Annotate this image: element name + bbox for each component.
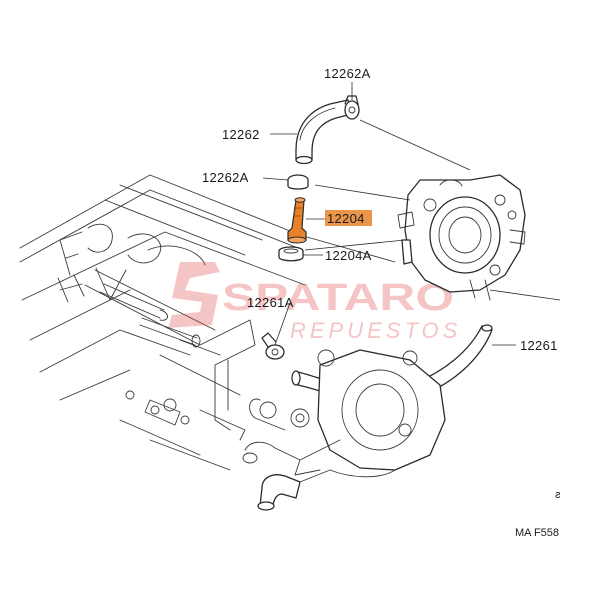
- label-12262a-mid: 12262A: [202, 170, 249, 185]
- watermark-tagline: REPUESTOS: [290, 318, 461, 343]
- watermark-brand: SPATARO: [222, 277, 454, 319]
- part-12204-drawing: [287, 197, 307, 244]
- gasket-12204a-drawing: [278, 246, 304, 262]
- corner-mark: ƨ: [555, 489, 561, 501]
- label-12261a: 12261A: [247, 295, 294, 310]
- throttle-body-drawing: [397, 174, 526, 301]
- label-12261: 12261: [520, 338, 558, 353]
- watermark: SPATARO REPUESTOS: [168, 262, 461, 343]
- label-12204-highlight: [325, 210, 372, 226]
- label-12262: 12262: [222, 127, 260, 142]
- label-12204a: 12204A: [325, 248, 372, 263]
- watermark-logo-icon: [168, 262, 220, 328]
- hose-12262-drawing: [295, 99, 353, 165]
- engine-head-drawing: [19, 174, 396, 471]
- part-12204-highlight: [287, 199, 307, 241]
- figure-code: MA F558: [515, 527, 559, 539]
- water-outlet-drawing: [242, 349, 446, 511]
- leader-lines: [262, 82, 516, 346]
- label-12204: 12204: [327, 211, 365, 226]
- clamp-12262a-mid-drawing: [287, 174, 309, 190]
- clamp-12261a-drawing: [261, 332, 285, 360]
- clamp-12262a-top-drawing: [344, 95, 360, 120]
- label-12262a-top: 12262A: [324, 66, 371, 81]
- part-labels: 12262A 12262 12262A 12204 12204A 12261A …: [202, 66, 558, 353]
